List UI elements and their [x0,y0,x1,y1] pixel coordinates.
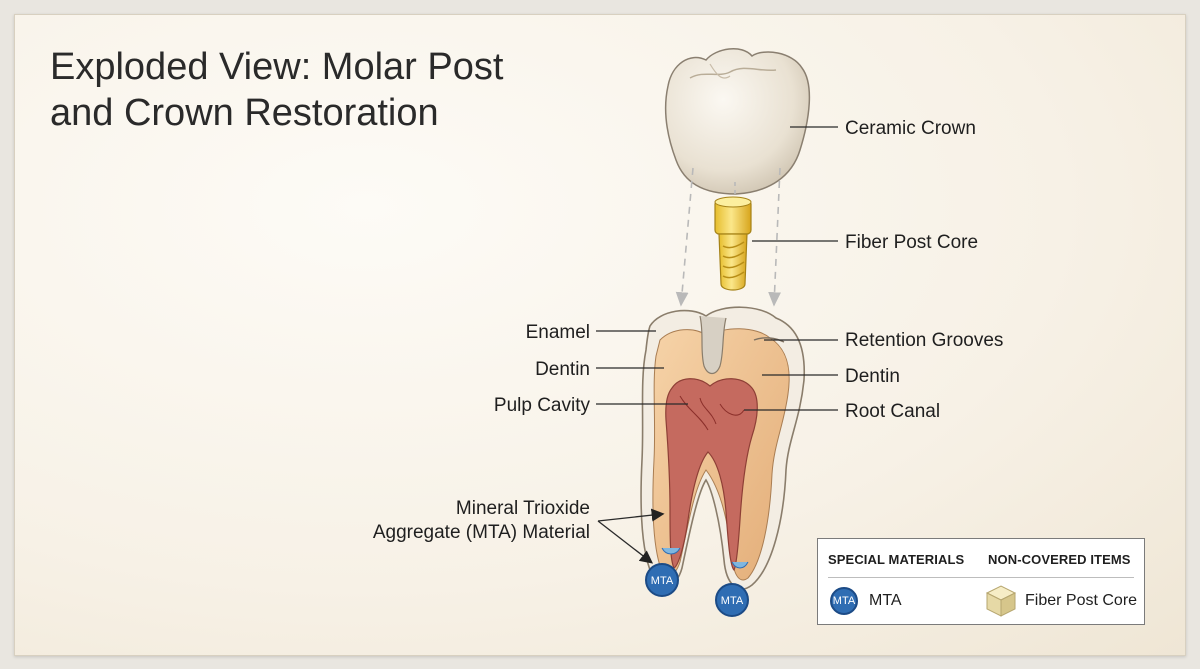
label-enamel: Enamel [526,322,590,343]
legend-fiber-label: Fiber Post Core [1025,592,1138,609]
svg-text:MTA: MTA [651,575,674,587]
title-line-1: Exploded View: Molar Post [50,46,504,88]
legend-box: SPECIAL MATERIALS NON-COVERED ITEMS MTA … [817,538,1145,625]
legend-mta-label: MTA [869,592,902,609]
label-pulp-cavity: Pulp Cavity [494,395,591,416]
svg-text:MTA: MTA [721,595,744,607]
label-retention-grooves: Retention Grooves [845,330,1003,351]
legend-special-heading: SPECIAL MATERIALS [828,552,965,567]
label-fiber-post-core: Fiber Post Core [845,232,978,253]
legend-mta-badge: MTA [830,587,858,615]
fiber-post-core [714,196,752,291]
label-ceramic-crown: Ceramic Crown [845,118,976,139]
legend-noncovered-heading: NON-COVERED ITEMS [988,552,1131,567]
exploded-guide-lines [675,167,781,307]
leader-lines [596,126,838,564]
cube-icon [985,585,1017,617]
label-dentin-left: Dentin [535,359,590,380]
label-mta-line-1: Mineral Trioxide [456,498,590,519]
label-dentin-right: Dentin [845,366,900,387]
legend-divider [828,577,1134,578]
mta-badge-right: MTA [715,583,749,617]
tooth-cross-section [640,306,806,590]
ceramic-crown [664,48,811,195]
label-mta-line-2: Aggregate (MTA) Material [373,522,590,543]
page-title: Exploded View: Molar Post and Crown Rest… [50,44,503,136]
label-root-canal: Root Canal [845,401,940,422]
title-line-2: and Crown Restoration [50,92,439,134]
mta-badge-left: MTA [645,563,679,597]
